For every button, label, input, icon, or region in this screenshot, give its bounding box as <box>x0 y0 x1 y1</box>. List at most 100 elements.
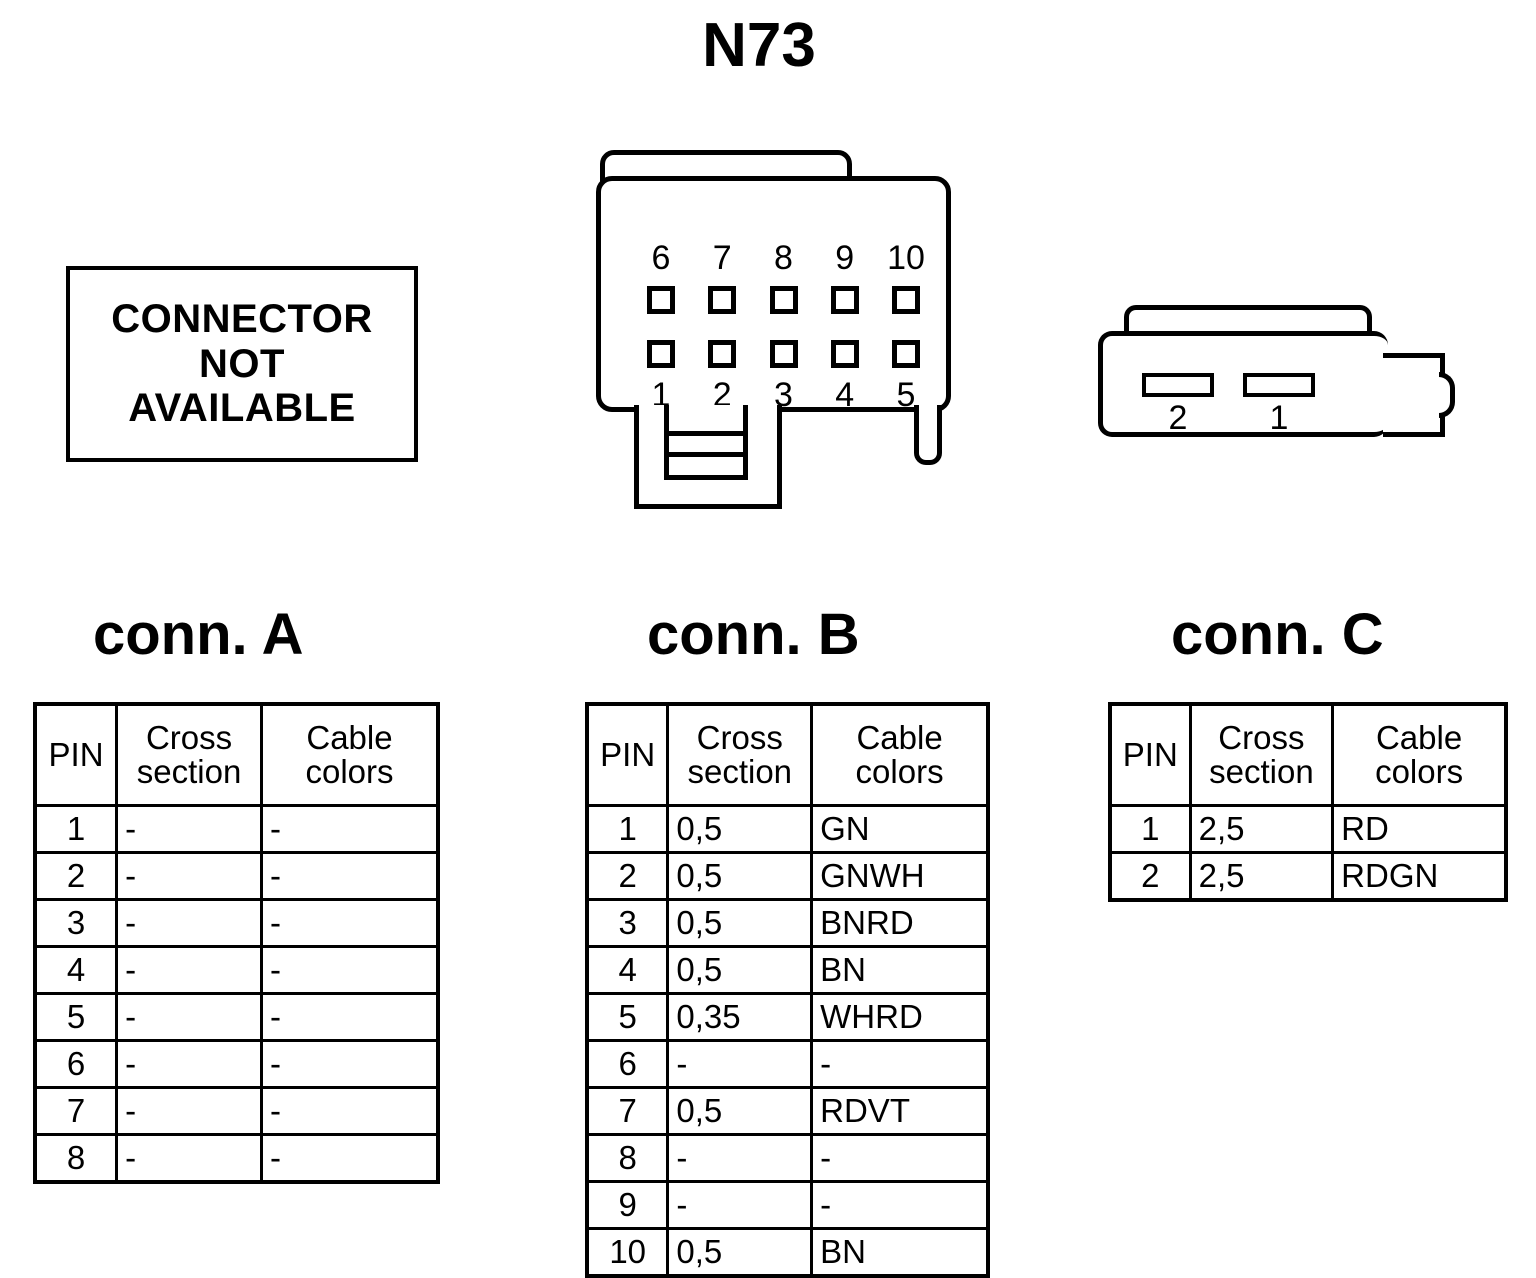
cell-cross-section: - <box>115 945 263 995</box>
cell-pin: 3 <box>33 898 119 948</box>
table-row: 6-- <box>585 1039 990 1089</box>
cell-cable-colors: - <box>260 945 440 995</box>
cell-pin: 3 <box>585 898 670 948</box>
header-cable-colors-line1: Cable <box>856 718 943 756</box>
cell-pin: 2 <box>585 851 670 901</box>
table-row: 7-- <box>33 1086 440 1136</box>
heading-conn-b: conn. B <box>647 602 860 667</box>
pin-number-8: 8 <box>774 239 793 277</box>
header-pin: PIN <box>585 702 670 807</box>
connector-b-body: 6 7 8 9 10 1 2 3 4 5 <box>596 176 951 412</box>
header-cross-section-line1: Cross <box>696 718 783 756</box>
cell-pin: 5 <box>33 992 119 1042</box>
connector-b-top-pin-squares <box>641 286 926 314</box>
connector-b-side-leg <box>914 405 942 465</box>
header-pin: PIN <box>1108 702 1192 807</box>
cell-cross-section: 2,5 <box>1188 851 1335 902</box>
cell-cross-section: 2,5 <box>1188 804 1335 854</box>
connector-c-slot-2 <box>1142 373 1214 397</box>
cell-cross-section: - <box>666 1180 814 1230</box>
pin-table-conn-a-head: PIN Cross section Cable colors <box>33 702 440 807</box>
table-row: 9-- <box>585 1180 990 1230</box>
cell-cross-section: - <box>115 992 263 1042</box>
cell-cross-section: 0,5 <box>666 1227 814 1278</box>
placard-line-3: AVAILABLE <box>128 386 356 431</box>
connector-b-lock-rib-2 <box>664 452 748 457</box>
pin-number-9: 9 <box>835 239 855 277</box>
pin-number-10: 10 <box>887 239 925 277</box>
cell-cross-section: - <box>115 898 263 948</box>
connector-b-locking-tab <box>664 405 748 480</box>
header-cable-colors-line2: colors <box>855 753 944 790</box>
cell-cable-colors: - <box>810 1133 990 1183</box>
cell-cable-colors: - <box>260 851 440 901</box>
cell-cross-section: 0,5 <box>666 1086 814 1136</box>
pin-square-10 <box>892 286 920 314</box>
cell-cable-colors: - <box>810 1039 990 1089</box>
pin-number-5: 5 <box>896 376 916 414</box>
cell-cross-section: - <box>115 1086 263 1136</box>
table-row: 4-- <box>33 945 440 995</box>
header-cable-colors-line1: Cable <box>306 718 393 756</box>
header-cross-section-line2: section <box>136 753 242 790</box>
cell-cross-section: 0,5 <box>666 945 814 995</box>
connector-c-slot-1 <box>1243 373 1315 397</box>
pin-square-6 <box>647 286 675 314</box>
table-row: 8-- <box>585 1133 990 1183</box>
cell-pin: 2 <box>1108 851 1192 902</box>
cell-cross-section: 0,5 <box>666 898 814 948</box>
cell-cable-colors: - <box>260 992 440 1042</box>
pin-square-4 <box>830 340 859 368</box>
cell-pin: 10 <box>585 1227 670 1278</box>
connector-c-extension <box>1383 353 1445 437</box>
pin-number-1: 1 <box>651 376 671 414</box>
cell-cross-section: - <box>115 804 263 854</box>
header-cable-colors-line1: Cable <box>1375 718 1463 756</box>
pin-square-3 <box>769 340 798 368</box>
header-cable-colors: Cable colors <box>260 702 440 807</box>
connector-b-top-pin-numbers: 6 7 8 9 10 <box>641 241 926 275</box>
header-cable-colors: Cable colors <box>1331 702 1508 807</box>
header-cable-colors-line2: colors <box>305 753 394 790</box>
page-title: N73 <box>0 10 1536 81</box>
connector-b-lock-rib-1 <box>664 431 748 436</box>
pin-square-5 <box>892 340 920 368</box>
pin-number-3: 3 <box>774 376 793 414</box>
table-row: 8-- <box>33 1133 440 1184</box>
cell-pin: 9 <box>585 1180 670 1230</box>
cell-cable-colors: - <box>260 898 440 948</box>
connector-b-bottom-pin-numbers: 1 2 3 4 5 <box>641 378 926 412</box>
pin-table-conn-b-head: PIN Cross section Cable colors <box>585 702 990 807</box>
connector-c-slot-number-1: 1 <box>1269 399 1289 437</box>
pin-square-2 <box>708 340 737 368</box>
heading-conn-c: conn. C <box>1171 602 1384 667</box>
placard-line-2: NOT <box>199 341 285 386</box>
cell-pin: 5 <box>585 992 670 1042</box>
table-header-row: PIN Cross section Cable colors <box>33 702 440 807</box>
table-row: 2-- <box>33 851 440 901</box>
pin-number-7: 7 <box>712 239 732 277</box>
connector-c-retainer-bump <box>1439 372 1455 418</box>
cell-cross-section: 0,5 <box>666 851 814 901</box>
cell-cable-colors: - <box>260 1086 440 1136</box>
header-cross-section: Cross section <box>115 702 263 807</box>
pin-table-conn-a: PIN Cross section Cable colors 1-- 2-- 3… <box>33 702 440 1184</box>
connector-c-drawing: 2 1 <box>1098 305 1478 455</box>
header-cross-section: Cross section <box>1188 702 1335 807</box>
header-cross-section: Cross section <box>666 702 814 807</box>
cell-pin: 1 <box>585 804 670 854</box>
table-row: 3-- <box>33 898 440 948</box>
pin-number-2: 2 <box>712 376 732 414</box>
header-pin: PIN <box>33 702 119 807</box>
pin-table-conn-a-body: 1-- 2-- 3-- 4-- 5-- 6-- 7-- 8-- <box>33 804 440 1184</box>
cell-cable-colors: BN <box>810 945 990 995</box>
cell-cable-colors: - <box>810 1180 990 1230</box>
pin-number-6: 6 <box>651 239 671 277</box>
